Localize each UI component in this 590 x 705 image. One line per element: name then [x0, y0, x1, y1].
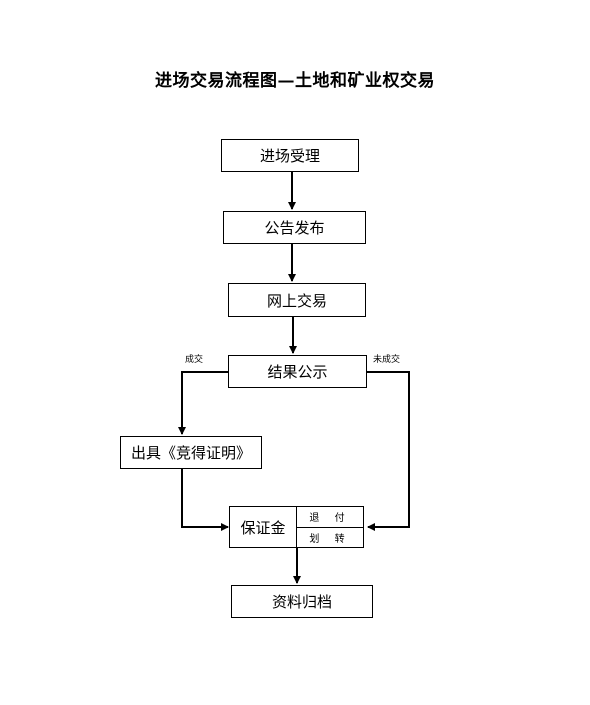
node-acceptance: 进场受理	[221, 139, 359, 172]
node-certificate-label: 出具《竞得证明》	[130, 444, 251, 462]
arrow-certificate-to-deposit	[181, 469, 229, 531]
node-deposit: 保证金 退 付 划 转	[229, 506, 364, 548]
node-online-trading: 网上交易	[228, 283, 366, 317]
deposit-options: 退 付 划 转	[297, 507, 363, 547]
node-certificate: 出具《竞得证明》	[120, 436, 262, 469]
arrow-nodeal-to-deposit	[367, 371, 410, 531]
node-announcement: 公告发布	[223, 211, 366, 244]
node-result-publicity-label: 结果公示	[267, 363, 328, 381]
deposit-transfer: 划 转	[309, 533, 351, 545]
node-archive-label: 资料归档	[271, 593, 332, 611]
node-acceptance-label: 进场受理	[259, 147, 320, 165]
edge-label-no-deal: 未成交	[373, 355, 401, 365]
node-announcement-label: 公告发布	[264, 219, 325, 237]
node-online-trading-label: 网上交易	[266, 291, 327, 310]
node-deposit-label: 保证金	[230, 507, 297, 547]
edge-label-deal: 成交	[185, 355, 204, 365]
node-result-publicity: 结果公示	[228, 355, 367, 388]
arrow-deal-to-certificate	[178, 371, 228, 435]
node-archive: 资料归档	[231, 585, 373, 618]
deposit-refund: 退 付	[297, 507, 363, 528]
page-title: 进场交易流程图—土地和矿业权交易	[155, 71, 435, 91]
